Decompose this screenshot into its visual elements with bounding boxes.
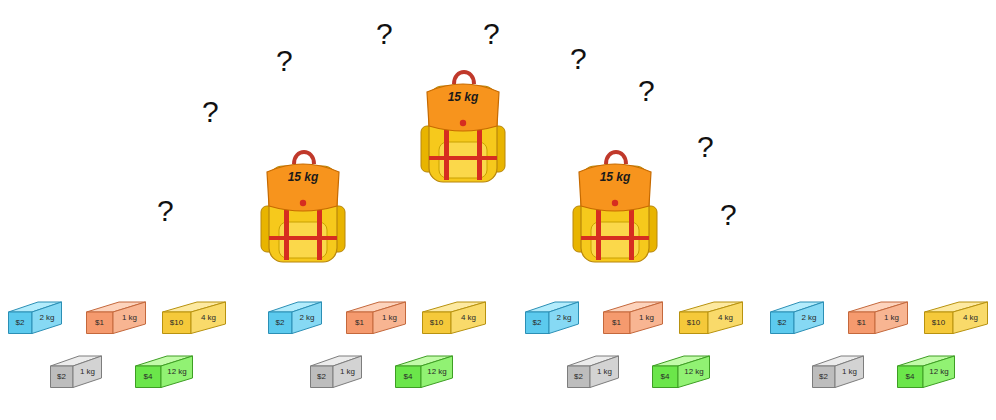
price-label: $4 [897, 372, 923, 382]
item-box: $11 kg [848, 300, 908, 334]
price-label: $1 [603, 318, 630, 328]
weight-label: 4 kg [953, 313, 988, 323]
backpack-drawing [567, 148, 663, 266]
weight-label: 12 kg [421, 367, 453, 377]
question-mark: ? [483, 18, 500, 50]
weight-label: 2 kg [292, 313, 322, 323]
item-box: $104 kg [679, 300, 743, 334]
price-label: $4 [395, 372, 421, 382]
question-mark: ? [570, 43, 587, 75]
backpack-drawing [415, 68, 511, 186]
weight-label: 1 kg [333, 367, 362, 377]
weight-label: 1 kg [590, 367, 619, 377]
box-drawing [422, 300, 486, 334]
box-drawing [162, 300, 226, 334]
weight-label: 2 kg [32, 313, 62, 323]
weight-label: 12 kg [161, 367, 193, 377]
item-box: $21 kg [50, 354, 102, 388]
question-mark: ? [638, 75, 655, 107]
weight-label: 4 kg [708, 313, 743, 323]
price-label: $10 [679, 318, 708, 328]
price-label: $1 [346, 318, 373, 328]
price-label: $1 [848, 318, 875, 328]
price-label: $10 [422, 318, 451, 328]
price-label: $2 [268, 318, 292, 328]
item-box: $21 kg [567, 354, 619, 388]
price-label: $10 [924, 318, 953, 328]
question-mark: ? [376, 18, 393, 50]
price-label: $2 [770, 318, 794, 328]
weight-label: 1 kg [835, 367, 864, 377]
capacity-label: 15 kg [567, 170, 663, 184]
question-mark: ? [276, 45, 293, 77]
backpack: 15 kg [255, 148, 351, 266]
price-label: $2 [567, 372, 590, 382]
weight-label: 12 kg [678, 367, 710, 377]
item-box: $21 kg [812, 354, 864, 388]
weight-label: 1 kg [373, 313, 406, 323]
item-box: $22 kg [770, 300, 824, 334]
question-mark: ? [697, 131, 714, 163]
price-label: $2 [50, 372, 73, 382]
item-box: $11 kg [346, 300, 406, 334]
capacity-label: 15 kg [415, 90, 511, 104]
price-label: $1 [86, 318, 113, 328]
item-box: $412 kg [135, 354, 193, 388]
question-mark: ? [720, 199, 737, 231]
price-label: $4 [652, 372, 678, 382]
price-label: $2 [812, 372, 835, 382]
backpack: 15 kg [415, 68, 511, 186]
item-box: $104 kg [162, 300, 226, 334]
weight-label: 4 kg [451, 313, 486, 323]
weight-label: 12 kg [923, 367, 955, 377]
weight-label: 1 kg [630, 313, 663, 323]
item-box: $11 kg [86, 300, 146, 334]
backpack-drawing [255, 148, 351, 266]
item-box: $412 kg [395, 354, 453, 388]
weight-label: 4 kg [191, 313, 226, 323]
item-box: $412 kg [897, 354, 955, 388]
price-label: $2 [310, 372, 333, 382]
question-mark: ? [157, 195, 174, 227]
box-drawing [924, 300, 988, 334]
price-label: $4 [135, 372, 161, 382]
weight-label: 1 kg [875, 313, 908, 323]
price-label: $2 [8, 318, 32, 328]
item-box: $412 kg [652, 354, 710, 388]
box-drawing [679, 300, 743, 334]
capacity-label: 15 kg [255, 170, 351, 184]
backpack: 15 kg [567, 148, 663, 266]
item-box: $11 kg [603, 300, 663, 334]
price-label: $2 [525, 318, 549, 328]
item-box: $22 kg [8, 300, 62, 334]
item-box: $21 kg [310, 354, 362, 388]
question-mark: ? [202, 96, 219, 128]
item-box: $22 kg [525, 300, 579, 334]
item-box: $104 kg [422, 300, 486, 334]
weight-label: 2 kg [794, 313, 824, 323]
price-label: $10 [162, 318, 191, 328]
weight-label: 1 kg [73, 367, 102, 377]
item-box: $22 kg [268, 300, 322, 334]
weight-label: 1 kg [113, 313, 146, 323]
weight-label: 2 kg [549, 313, 579, 323]
item-box: $104 kg [924, 300, 988, 334]
